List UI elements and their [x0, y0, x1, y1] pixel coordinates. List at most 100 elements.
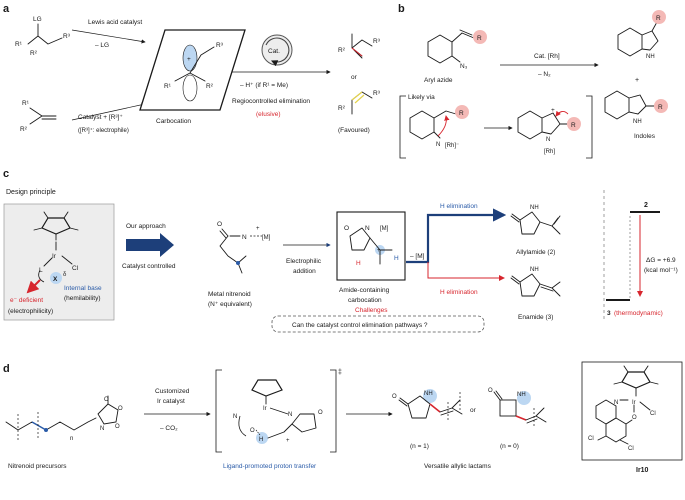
aryl-azide-structure: R N₃ [427, 29, 487, 70]
enamide-structure: NH [510, 267, 561, 297]
svg-text:NH: NH [530, 267, 539, 273]
nitrenoid-precursors-label: Nitrenoid precursors [8, 463, 67, 470]
electrophilicity-label: (electrophilicity) [8, 308, 53, 315]
panel-a-label: a [3, 3, 10, 15]
d-or-label: or [470, 407, 477, 414]
svg-text:[Rh]: [Rh] [544, 149, 555, 155]
svg-text:R³: R³ [216, 42, 224, 49]
svg-text:[M]: [M] [380, 226, 389, 232]
nitrenoid-precursor-structure: n O O O N [5, 395, 123, 442]
svg-text:H: H [394, 255, 399, 262]
minus-m-label: – [M] [410, 253, 425, 260]
carbocation-box [336, 211, 406, 281]
svg-text:O: O [318, 410, 323, 416]
versatile-label: Versatile allylic lactams [424, 463, 492, 470]
internal-alkene-product: R³ R² [338, 90, 381, 115]
allylamide-structure: NH [510, 205, 561, 235]
svg-text:N: N [288, 412, 292, 418]
svg-text:NH: NH [646, 54, 655, 60]
svg-text:Ir: Ir [52, 253, 57, 260]
elusive-label: (elusive) [256, 111, 281, 118]
panel-b-label: b [398, 3, 405, 15]
svg-text:NH: NH [633, 119, 642, 125]
minus-n2-label: – N₂ [538, 71, 551, 78]
likely-via-label: Likely via [408, 94, 435, 101]
svg-text:N: N [100, 426, 104, 432]
design-principle-box [3, 203, 115, 321]
carbocation-label: Carbocation [156, 118, 191, 125]
svg-text:O: O [632, 415, 637, 421]
svg-text:+: + [377, 248, 381, 254]
regiocontrolled-label: Regiocontrolled elimination [232, 98, 310, 105]
panel-d-label: d [3, 363, 10, 375]
level-2-label: 2 [644, 202, 648, 209]
svg-text:O: O [250, 428, 255, 434]
svg-text:R²: R² [20, 126, 28, 133]
svg-text:N: N [233, 414, 237, 420]
customized-label: Customized [155, 388, 190, 395]
svg-text:R: R [459, 110, 464, 117]
svg-text:Cl: Cl [588, 436, 594, 442]
svg-text:+: + [286, 438, 290, 444]
svg-text:N: N [546, 137, 550, 143]
alkene-substrate: R¹ R² [20, 100, 57, 133]
svg-text:N₃: N₃ [460, 63, 468, 70]
metal-nitrenoid-structure: O N [M] + [217, 221, 271, 274]
our-approach-label: Our approach [126, 223, 166, 230]
aryl-azide-label: Aryl azide [424, 77, 453, 84]
svg-text:O: O [392, 394, 397, 400]
e-deficient-label: e⁻ deficient [10, 297, 43, 304]
h-elimination-red-label: H elimination [440, 289, 478, 296]
elimination-step-label: – H⁺ (if R¹ = Me) [240, 82, 288, 89]
minus-lg-label: – LG [95, 42, 109, 49]
panel-d: d n O O O N Nitrenoid precursors Customi… [3, 361, 683, 474]
svg-text:N: N [436, 142, 440, 148]
electrophile-note: ([R³]⁺: electrophile) [78, 127, 129, 134]
ts-bracket [215, 369, 337, 453]
ir10-box [581, 361, 683, 461]
svg-text:O: O [217, 221, 222, 228]
amide-containing-label: Amide-containing [339, 287, 390, 294]
svg-text:X: X [53, 276, 58, 283]
catalyst-reagent-label: Catalyst + [R³]⁺ [78, 114, 123, 121]
svg-text:O: O [115, 424, 120, 430]
indoles-label: Indoles [634, 133, 656, 140]
svg-text:O: O [118, 406, 123, 412]
challenges-box [271, 315, 485, 333]
svg-text:Cat.: Cat. [268, 48, 280, 55]
svg-text:R³: R³ [373, 38, 381, 45]
kcal-label: (kcal mol⁻¹) [644, 267, 678, 274]
gamma-lactam-product: O NH [392, 389, 463, 420]
our-approach-arrow [126, 233, 174, 257]
n-equiv-label: (N⁺ equivalent) [208, 301, 252, 308]
svg-text:O: O [488, 388, 493, 394]
svg-text:H: H [259, 437, 263, 443]
indole-2-substituted: R NH [604, 90, 668, 125]
amide-carbocation-structure: O N [M] + H H [344, 225, 399, 267]
plus-sign: + [635, 77, 639, 84]
svg-text:[M]: [M] [262, 235, 271, 241]
lewis-acid-label: Lewis acid catalyst [88, 19, 142, 26]
cat-rh-label: Cat. [Rh] [534, 53, 560, 60]
rh-nitrene-intermediate: R N [Rh]⁻ [409, 105, 469, 149]
minus-co2-label: – CO₂ [160, 425, 178, 432]
allylamide-label: Allylamide (2) [516, 249, 555, 256]
svg-text:Cl: Cl [72, 265, 79, 272]
beta-lactam-product: O NH [488, 388, 547, 428]
hemilability-label: (hemilability) [64, 295, 100, 302]
ir-catalyst-label: Ir catalyst [157, 398, 185, 405]
design-principle-label: Design principle [6, 189, 56, 196]
svg-text:O: O [344, 225, 349, 232]
svg-text:L: L [39, 267, 43, 274]
n0-label: (n = 0) [500, 443, 519, 450]
dagger-label: ‡ [338, 369, 342, 376]
ir10-structure: Ir Cl O N Cl Cl [588, 365, 659, 452]
carbocation-structure: + R³ R¹ R² [139, 29, 246, 111]
svg-text:N: N [242, 234, 247, 241]
svg-text:R¹: R¹ [22, 100, 30, 107]
svg-text:[Rh]⁻: [Rh]⁻ [445, 143, 459, 149]
svg-text:R: R [571, 122, 576, 129]
cat-cycle-icon: Cat. [261, 34, 293, 67]
addition-label: addition [293, 268, 316, 275]
